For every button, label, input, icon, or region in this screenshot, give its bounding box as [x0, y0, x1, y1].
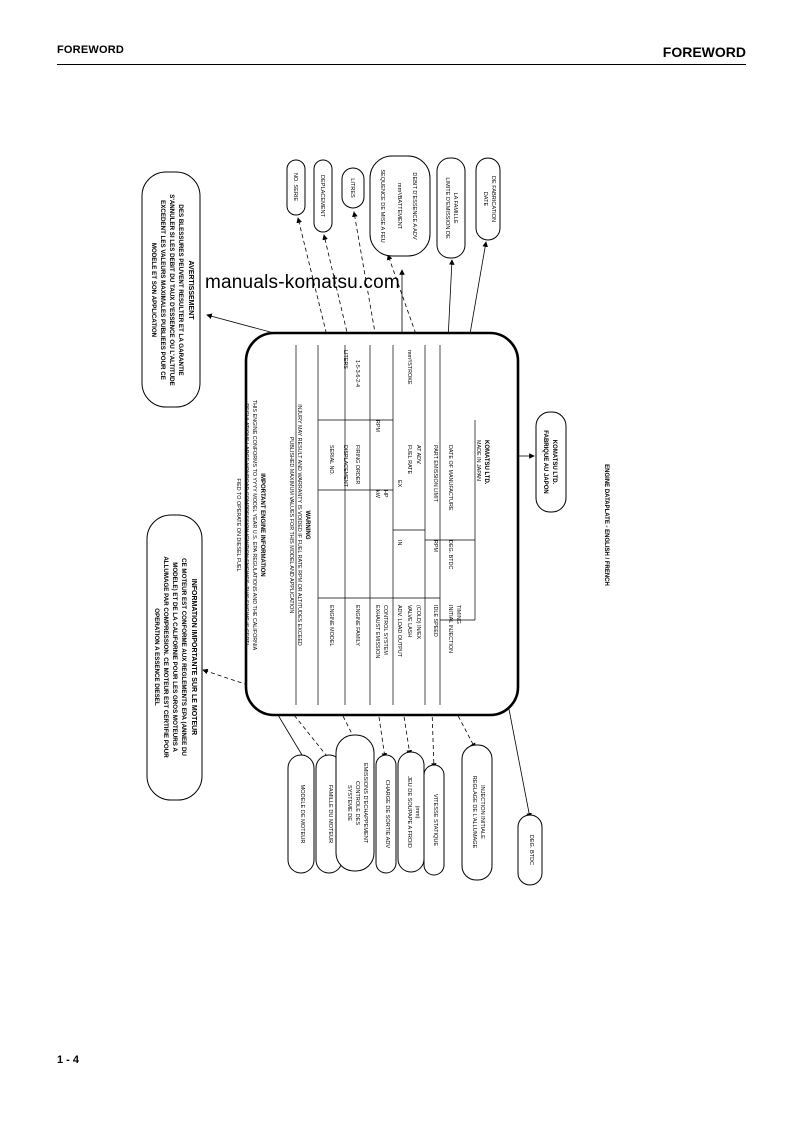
svg-text:LA FAMILLE: LA FAMILLE [452, 192, 458, 223]
svg-text:FABRIQUE AU JAPON: FABRIQUE AU JAPON [542, 430, 548, 493]
svg-text:MODELE ET SON APPLICATION: MODELE ET SON APPLICATION [150, 243, 157, 338]
label-valve-lash: JEU DE SOUPAPE A FROID [406, 776, 412, 848]
right-maker-label: KOMATSU LTD. FABRIQUE AU JAPON [535, 411, 567, 513]
label-date: DATE [482, 192, 488, 207]
svg-text:S'ANNULER SI LES DEBIT DU TAUX: S'ANNULER SI LES DEBIT DU TAUX D'ESSENCE… [168, 194, 175, 386]
french-info-title: INFORMATION IMPORTANTE SUR LE MOTEUR [190, 579, 197, 735]
svg-text:(COLD) IN/EX: (COLD) IN/EX [415, 605, 421, 640]
watermark-text: manuals-komatsu.com [205, 272, 400, 293]
svg-text:EXHAUST EMISSION: EXHAUST EMISSION [374, 605, 380, 658]
svg-text:REGULATIONS LARGE NONROAD COMP: REGULATIONS LARGE NONROAD COMPRESSION IG… [243, 403, 249, 647]
engine-data-plate: IMPORTANT ENGINE INFORMATION THIS ENGINE… [235, 331, 520, 717]
svg-text:EMISSIONS D'ECHAPPEMENT: EMISSIONS D'ECHAPPEMENT [362, 763, 368, 844]
label-deg-btdc: DEG. BTDC [528, 835, 534, 865]
label-litres: LITRES [349, 178, 355, 198]
svg-text:PART EMISSION LIMIT: PART EMISSION LIMIT [432, 445, 438, 503]
svg-text:RPM: RPM [432, 540, 438, 552]
svg-text:AT ADV.: AT ADV. [415, 445, 421, 465]
header-right-title: FOREWORD [662, 44, 746, 60]
svg-text:TIMING: TIMING [455, 605, 461, 624]
svg-text:INJURY MAY RESULT AND WARRANTY: INJURY MAY RESULT AND WARRANTY IS VOIDED… [296, 404, 302, 646]
header-rule [57, 64, 746, 65]
svg-text:KOMATSU LTD.: KOMATSU LTD. [483, 440, 489, 485]
svg-text:FUEL RATE: FUEL RATE [406, 445, 412, 474]
label-fuel-unit: mm³/BATTEMENT [396, 183, 402, 230]
svg-text:IDLE SPEED: IDLE SPEED [432, 605, 438, 637]
svg-text:FIRING ORDER: FIRING ORDER [354, 445, 360, 484]
svg-text:DEG. BTDC: DEG. BTDC [447, 540, 453, 569]
label-displacement: DEPLACEMENT [319, 175, 325, 218]
svg-text:FIED TO OPERATE ON DIESEL FUEL: FIED TO OPERATE ON DIESEL FUEL [235, 478, 241, 571]
svg-text:RPM: RPM [374, 420, 380, 432]
label-engine-model: MODELE DE MOTEUR [299, 785, 305, 844]
svg-text:(mm): (mm) [414, 805, 420, 818]
label-emission-system: SYSTEME DE [346, 785, 352, 821]
svg-text:EX: EX [396, 480, 402, 488]
label-output: CHARGE DE SORTIE ADV [384, 780, 390, 849]
svg-text:DISPLACEMENT: DISPLACEMENT [342, 445, 348, 488]
svg-text:DE FABRICATION: DE FABRICATION [490, 176, 496, 222]
label-engine-family: FAMILLE DU MOTEUR [327, 785, 333, 843]
svg-text:MADE IN JAPAN: MADE IN JAPAN [475, 440, 481, 481]
svg-text:ENGINE MODEL: ENGINE MODEL [328, 605, 334, 646]
svg-text:MODELE) ET DE LA CALIFORNIE PO: MODELE) ET DE LA CALIFORNIE POUR LES GRO… [171, 562, 178, 752]
svg-text:ENGINE FAMILY: ENGINE FAMILY [354, 605, 360, 646]
french-info-box: INFORMATION IMPORTANTE SUR LE MOTEUR CE … [146, 514, 203, 801]
top-labels: NO. SERIE DEPLACEMENT LITRES SEQUENCE DE… [286, 155, 501, 259]
label-emission-limit: LIMITE D'EMISSION DE [444, 177, 450, 239]
page-number: 1 - 4 [57, 1054, 80, 1066]
svg-text:KOMATSU LTD.: KOMATSU LTD. [551, 440, 557, 485]
svg-text:mm³/STROKE: mm³/STROKE [406, 350, 412, 385]
plate-title: IMPORTANT ENGINE INFORMATION [259, 473, 265, 576]
label-injection-timing: REGLAGE DE L'ALLUMAGE [471, 776, 477, 849]
svg-text:EXCEDENT LES VALEURS MAXIMALES: EXCEDENT LES VALEURS MAXIMALES PUBLIEES … [159, 200, 166, 380]
svg-text:CONTROLE DES: CONTROLE DES [354, 781, 360, 825]
svg-text:THIS ENGINE CONFORMS TO YYYY M: THIS ENGINE CONFORMS TO YYYY MODEL YEAR … [251, 400, 257, 651]
svg-text:CE MOTEUR EST CONFORME AUX REG: CE MOTEUR EST CONFORME AUX REGLEMENTS EP… [180, 558, 187, 756]
svg-text:HP: HP [382, 490, 388, 498]
svg-text:DATE OF MANUFACTURE: DATE OF MANUFACTURE [447, 445, 453, 511]
svg-text:1-5-3-6-2-4: 1-5-3-6-2-4 [354, 360, 360, 387]
svg-text:SERIAL NO.: SERIAL NO. [328, 445, 334, 475]
french-warning-title: AVERTISSEMENT [187, 261, 194, 321]
svg-text:kW: kW [374, 490, 380, 499]
figure-caption: ENGINE DATAPLATE - ENGLISH / FRENCH [603, 464, 609, 586]
svg-text:INITIAL INJECTION: INITIAL INJECTION [447, 605, 453, 653]
label-firing-sequence: SEQUENCE DE MISE A FEU [379, 169, 385, 242]
bottom-labels: MODELE DE MOTEUR FAMILLE DU MOTEUR SYSTE… [287, 734, 543, 886]
svg-text:INJECTION INITIALE: INJECTION INITIALE [479, 785, 485, 839]
french-warning-box: AVERTISSEMENT DES BLESSURES PEUVENT RESU… [141, 171, 201, 408]
svg-text:PUBLISHED MAXIMUM VALUES FOR T: PUBLISHED MAXIMUM VALUES FOR THIS MODEL … [288, 437, 294, 614]
header-left-title: FOREWORD [57, 44, 124, 56]
plate-warning: WARNING [304, 511, 310, 540]
svg-text:LITERS: LITERS [342, 350, 348, 369]
svg-text:CONTROL SYSTEM: CONTROL SYSTEM [382, 605, 388, 655]
svg-text:OPERATION A ESSENCE DIESEL: OPERATION A ESSENCE DIESEL [153, 608, 160, 706]
svg-text:VALVE LASH: VALVE LASH [406, 605, 412, 637]
svg-text:IN: IN [396, 540, 402, 545]
svg-text:DES BLESSURES PEUVENT RESULTER: DES BLESSURES PEUVENT RESULTER ET LA GAR… [177, 204, 184, 375]
label-serial: NO. SERIE [292, 173, 298, 202]
label-idle-speed: VITESSE STATIQUE [432, 794, 438, 847]
svg-text:ALLUMAGE PAR COMPRESSION. CE M: ALLUMAGE PAR COMPRESSION. CE MOTEUR EST … [162, 556, 169, 758]
label-fuel-flow: DEBIT D'ESSENCE A ADV [411, 172, 417, 239]
svg-text:ADV. LOAD OUTPUT: ADV. LOAD OUTPUT [396, 605, 402, 658]
